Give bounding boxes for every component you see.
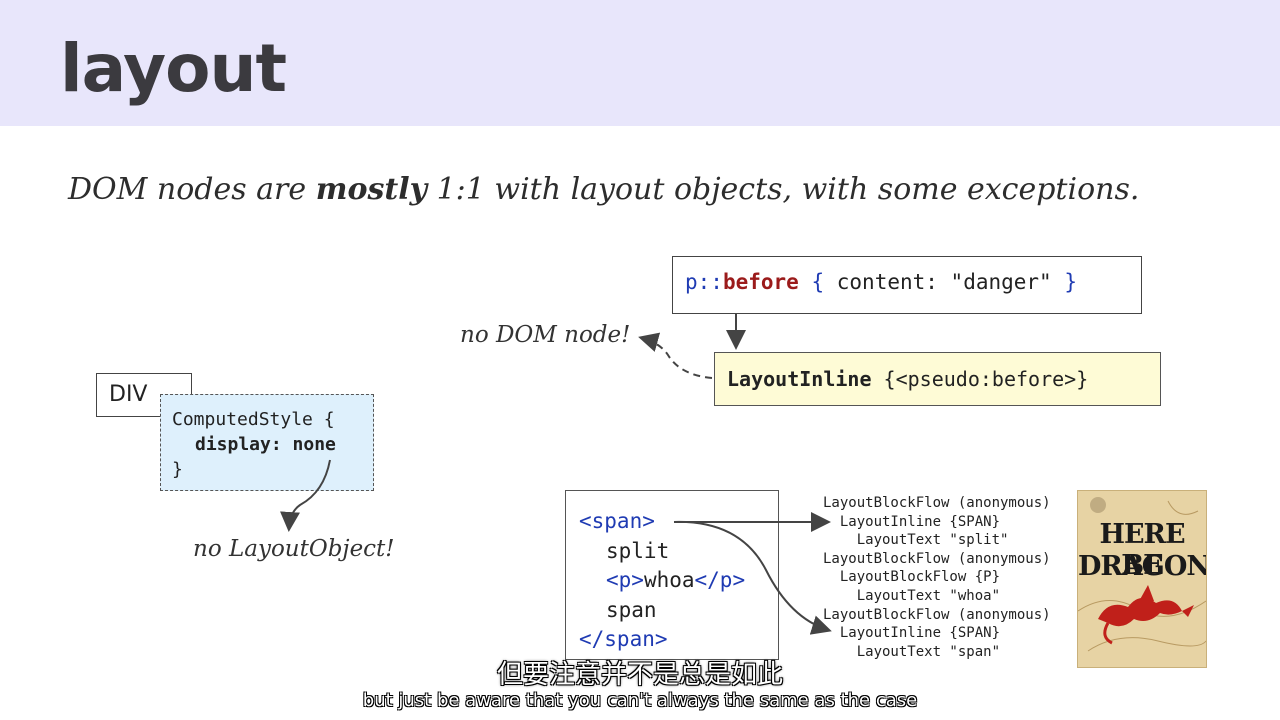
- layout-inline-detail: {<pseudo:before>}: [871, 367, 1089, 391]
- dragon-icon: [1098, 585, 1194, 645]
- tree-line: LayoutBlockFlow (anonymous): [823, 495, 1051, 511]
- span-line3-open: <p>: [606, 568, 644, 592]
- tree-line: LayoutText "whoa": [823, 587, 1001, 604]
- tree-line: LayoutBlockFlow {P}: [823, 569, 1001, 586]
- layout-tree: LayoutBlockFlow (anonymous) LayoutInline…: [823, 494, 1051, 661]
- dragons-line1: HERE BE: [1099, 519, 1185, 581]
- selector-p: p: [685, 270, 698, 294]
- selector-separator: ::: [697, 270, 723, 294]
- tree-line: LayoutInline {SPAN}: [823, 625, 1001, 642]
- span-line1: <span>: [579, 509, 655, 533]
- subtitle-bold: mostly: [315, 172, 428, 207]
- computed-style-line2: display: none: [195, 434, 336, 455]
- subtitle-part1: DOM nodes are: [68, 172, 316, 207]
- close-brace: }: [1064, 270, 1077, 294]
- subtitle-english: but just be aware that you can't always …: [362, 690, 918, 711]
- span-line3: <p>whoa</p>: [579, 566, 778, 596]
- slide-header: [0, 0, 1280, 126]
- subtitle-part2: 1:1 with layout objects, with some excep…: [427, 172, 1140, 207]
- no-layout-object-label: no LayoutObject!: [193, 536, 395, 562]
- span-to-inline-arrow-2: [673, 520, 832, 635]
- span-line4: span: [606, 597, 657, 622]
- layout-inline-box: LayoutInline {<pseudo:before>}: [714, 352, 1161, 406]
- tree-line: LayoutBlockFlow (anonymous): [823, 606, 1051, 623]
- here-be-dragons-image: HERE BE DRAGONS: [1077, 490, 1207, 668]
- no-dom-node-label: no DOM node!: [460, 322, 631, 348]
- tree-line: LayoutBlockFlow (anonymous): [823, 550, 1051, 567]
- layout-inline-name: LayoutInline: [727, 367, 872, 391]
- dragons-line2: DRAGONS: [1078, 551, 1206, 582]
- computed-style-line1: ComputedStyle {: [172, 409, 335, 430]
- computed-style-line3: }: [172, 459, 183, 480]
- no-dom-node-arrow: [638, 332, 713, 379]
- span-line5: </span>: [579, 627, 668, 651]
- tree-line: LayoutText "split": [823, 532, 1009, 549]
- span-line3-close: </p>: [694, 568, 746, 592]
- span-line2: split: [606, 538, 670, 563]
- pseudo-css-rule-box: p::before { content: "danger" }: [672, 256, 1142, 314]
- subtitle-chinese: 但要注意并不是总是如此: [496, 660, 783, 690]
- open-brace: {: [811, 270, 825, 294]
- computed-style-box: ComputedStyle { display: none }: [160, 394, 374, 491]
- slide-subtitle: DOM nodes are mostly 1:1 with layout obj…: [68, 172, 1139, 207]
- no-layout-object-arrow: [280, 459, 331, 532]
- content-declaration: content: "danger": [824, 270, 1065, 294]
- span-code-box: <span>split<p>whoa</p>span</span>: [565, 490, 779, 660]
- tree-line: LayoutInline {SPAN}: [823, 513, 1001, 530]
- slide-title: layout: [60, 30, 287, 107]
- tree-line: LayoutText "span": [823, 643, 1001, 660]
- span-line3-text: whoa: [643, 568, 695, 592]
- selector-before: before: [722, 270, 799, 294]
